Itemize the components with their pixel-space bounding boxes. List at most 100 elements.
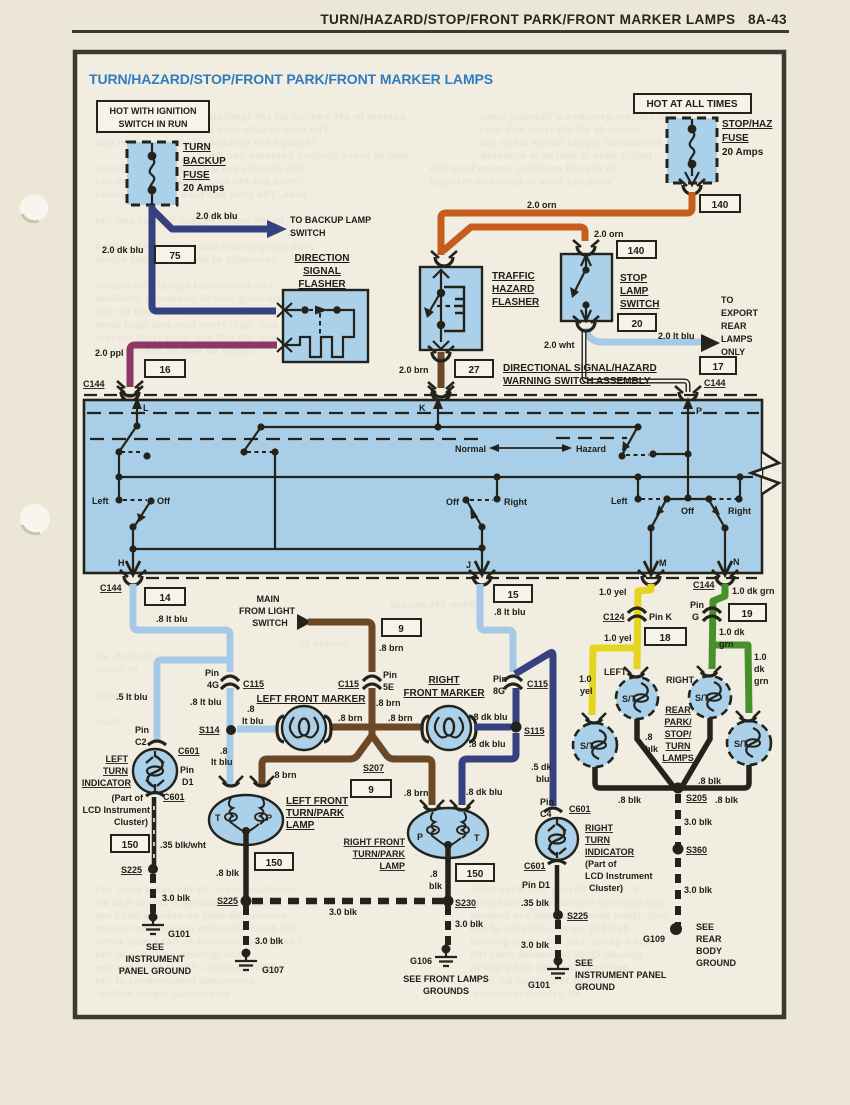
svg-text:1.0 yel: 1.0 yel [604,633,632,643]
svg-text:C144: C144 [693,580,715,590]
svg-text:eht morf rewop ,noitisop NO eh: eht morf rewop ,noitisop NO eht nI [430,163,616,175]
svg-text:G101: G101 [168,929,190,939]
svg-text:REAR: REAR [665,705,691,715]
svg-text:TURN: TURN [183,142,211,153]
svg-text:1.0: 1.0 [579,674,592,684]
svg-text:TRAFFIC: TRAFFIC [492,271,535,282]
svg-text:DIRECTIONAL SIGNAL/HAZARD: DIRECTIONAL SIGNAL/HAZARD [503,363,657,374]
svg-text:1.0 dk grn: 1.0 dk grn [732,586,775,596]
svg-text:2.0 wht: 2.0 wht [544,340,575,350]
svg-text:INDICATOR: INDICATOR [82,778,132,788]
svg-text:C601: C601 [163,792,185,802]
svg-text:C124: C124 [603,612,625,622]
svg-text:GROUNDS: GROUNDS [423,986,469,996]
svg-text:LAMPS: LAMPS [721,334,753,344]
svg-text:FUSE: FUSE [183,170,210,181]
svg-text:eht nehw spmal langis lanoitce: eht nehw spmal langis lanoitcerid [480,137,661,149]
svg-text:.meS raeR tfeL gniriW rotc: .meS raeR tfeL gniriW rotceS .S [470,884,640,896]
svg-text:.5 lt blu: .5 lt blu [116,692,148,702]
svg-text:Off: Off [157,496,171,506]
svg-text:.8 lt blu: .8 lt blu [494,607,526,617]
svg-text:LEFT FRONT: LEFT FRONT [286,796,348,807]
svg-text:TURN: TURN [666,741,691,751]
svg-text:dnuos taht slangis rotacidni h: dnuos taht slangis rotacidni hsad eht [95,923,296,935]
svg-text:.8 blk: .8 blk [698,776,722,786]
svg-text:WARNING SWITCH ASSEMBLY: WARNING SWITCH ASSEMBLY [503,376,651,387]
svg-text:SEE: SEE [696,922,714,932]
svg-text:C144: C144 [83,379,105,389]
svg-text:TURN: TURN [103,766,128,776]
svg-text:STOP/: STOP/ [665,729,692,739]
svg-text:S225: S225 [121,865,142,875]
svg-text:REAR: REAR [696,934,722,944]
svg-text:S/T: S/T [695,693,710,703]
svg-text:G101: G101 [528,980,550,990]
svg-text:SEE: SEE [146,942,164,952]
svg-text:Hazard: Hazard [576,444,606,454]
svg-text:TURN/PARK: TURN/PARK [353,849,406,859]
svg-text:Off: Off [446,497,460,507]
svg-text:STOP/HAZ: STOP/HAZ [722,119,772,130]
svg-text:17: 17 [712,362,724,373]
svg-text:.5 dk: .5 dk [531,762,553,772]
svg-text:150: 150 [467,869,484,880]
svg-text:S230: S230 [455,898,476,908]
svg-text:Pin D1: Pin D1 [522,880,550,890]
svg-text:era spmal pots ehT .noitisop: era spmal pots ehT .noitisop NUR [95,962,276,974]
svg-text:5E: 5E [383,682,394,692]
svg-text:9: 9 [398,624,404,635]
svg-text:C4: C4 [540,809,552,819]
svg-text:.8 brn: .8 brn [272,770,297,780]
svg-text:Pin: Pin [180,765,194,775]
svg-text:20 Amps: 20 Amps [183,183,225,194]
svg-text:2.0 dk blu: 2.0 dk blu [196,211,238,221]
svg-text:3.0 blk: 3.0 blk [521,940,550,950]
svg-text:TURN/HAZARD/STOP/FRONT PARK/FR: TURN/HAZARD/STOP/FRONT PARK/FRONT MARKER… [320,12,787,27]
svg-text:SEE FRONT LAMPS: SEE FRONT LAMPS [403,974,489,984]
svg-text:hguorht dedivorp si esuf zah p: hguorht dedivorp si esuf zah pots [430,176,612,188]
svg-text:detacol era sdnuorg lenap hsaD: detacol era sdnuorg lenap hsaD .tloV [470,910,669,922]
svg-text:Normal: Normal [455,444,486,454]
svg-text:S225: S225 [567,911,588,921]
svg-text:G: G [692,612,699,622]
svg-text:C115: C115 [527,679,548,689]
svg-text:Right: Right [728,506,751,516]
svg-text:.8: .8 [645,732,653,742]
svg-text:Pin: Pin [690,600,704,610]
svg-text:G107: G107 [262,965,284,975]
svg-text:LAMP: LAMP [620,286,649,297]
svg-text:G109: G109 [643,934,665,944]
svg-text:1.0: 1.0 [754,652,767,662]
svg-text:S/T: S/T [734,739,749,749]
svg-text:.8 dk blu: .8 dk blu [466,787,503,797]
svg-text:.8 lt blu: .8 lt blu [156,614,188,624]
svg-text:3.0 blk: 3.0 blk [684,885,713,895]
svg-text:3.0 blk: 3.0 blk [329,907,358,917]
svg-text:TURN/PARK: TURN/PARK [286,808,345,819]
svg-text:SWITCH: SWITCH [290,228,326,238]
svg-text:.35 blk/wht: .35 blk/wht [160,840,206,850]
svg-text:D1: D1 [182,777,194,787]
svg-text:eht fo edis tfel eht no 101G: eht fo edis tfel eht no 101G tS [470,923,630,935]
svg-text:FROM LIGHT: FROM LIGHT [239,606,295,616]
svg-text:Cluster): Cluster) [114,817,148,827]
svg-text:K: K [419,403,426,413]
svg-text:.8 brn: .8 brn [379,643,404,653]
svg-text:LCD Instrument: LCD Instrument [83,805,151,815]
svg-text:S205: S205 [686,793,707,803]
svg-text:(Part of: (Part of [112,793,145,803]
svg-text:S360: S360 [686,845,707,855]
svg-text:S115: S115 [524,726,545,736]
svg-text:TURN: TURN [585,835,610,845]
svg-text:9: 9 [368,785,374,796]
svg-text:drazah dna langis lanoitcerid: drazah dna langis lanoitcerid ehT [95,280,275,292]
svg-text:T: T [474,833,480,843]
svg-text:eht fo tnednepedni detcennoc: eht fo tnednepedni detcennoc [95,975,256,987]
svg-text:stiucric: stiucric [95,690,136,702]
svg-text:LAMP: LAMP [380,861,406,871]
svg-text:.8 blk: .8 blk [216,868,240,878]
svg-text:1.0 yel: 1.0 yel [599,587,627,597]
svg-text:Cluster): Cluster) [589,883,623,893]
svg-text:C601: C601 [524,861,546,871]
svg-text:eht ,emit emas eht tA .ylsuoe: eht ,emit emas eht tA .ylsuoenatlumis [95,884,297,896]
